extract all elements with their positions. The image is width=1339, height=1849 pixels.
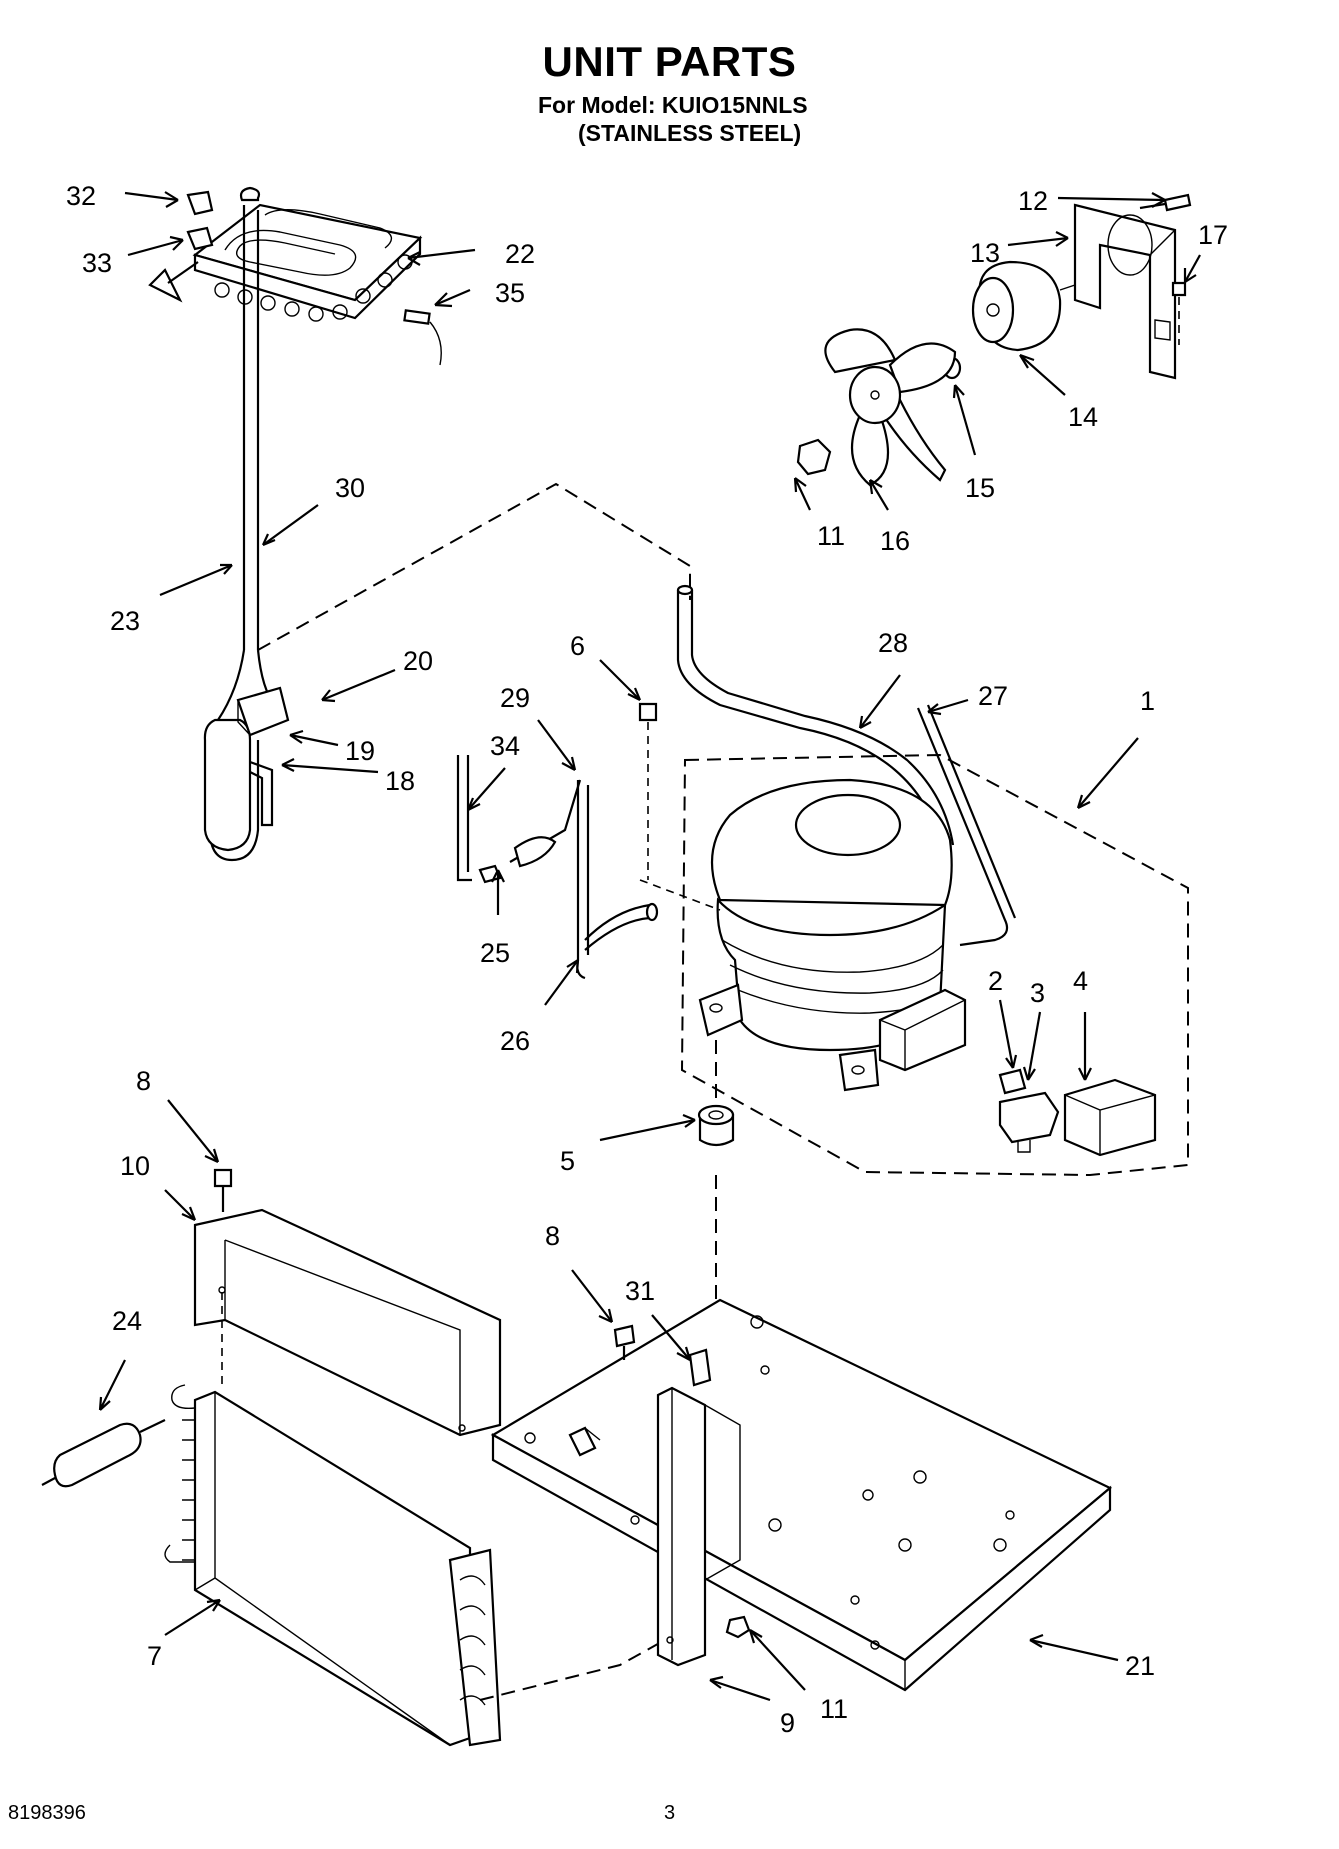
callout-9: 9	[780, 1708, 795, 1738]
callout-27: 27	[978, 681, 1008, 711]
callout-34: 34	[490, 731, 520, 761]
grommet	[697, 1104, 735, 1147]
callout-10: 10	[120, 1151, 150, 1181]
callout-3: 3	[1030, 978, 1045, 1008]
callout-8-shroud: 8	[136, 1066, 151, 1096]
dashed-connection-condenser	[479, 1639, 666, 1701]
callout-26: 26	[500, 1026, 530, 1056]
callout-17: 17	[1198, 220, 1228, 250]
condenser-assembly	[41, 1168, 502, 1747]
callout-25: 25	[480, 938, 510, 968]
page-number: 3	[664, 1802, 676, 1824]
callout-28: 28	[878, 628, 908, 658]
callout-14: 14	[1068, 402, 1098, 432]
callout-18: 18	[385, 766, 415, 796]
callout-16: 16	[880, 526, 910, 556]
callout-20: 20	[403, 646, 433, 676]
compressor-assembly	[676, 584, 1189, 1177]
page-title: UNIT PARTS	[542, 38, 797, 85]
callout-7: 7	[147, 1641, 162, 1671]
callout-15: 15	[965, 473, 995, 503]
callout-8-base: 8	[545, 1221, 560, 1251]
callout-4: 4	[1073, 966, 1088, 996]
callout-21: 21	[1125, 1651, 1155, 1681]
callout-24: 24	[112, 1306, 142, 1336]
callout-11-fan: 11	[817, 521, 845, 551]
callout-35: 35	[495, 278, 525, 308]
callout-29: 29	[500, 683, 530, 713]
bracket-9	[656, 1386, 751, 1667]
model-line: For Model: KUIO15NNLS	[538, 92, 808, 118]
variant-line: (STAINLESS STEEL)	[578, 120, 802, 146]
evaporator-assembly	[148, 186, 442, 862]
callout-2: 2	[988, 966, 1003, 996]
callout-22: 22	[505, 239, 535, 269]
screw-6	[638, 702, 658, 880]
callout-31: 31	[625, 1276, 655, 1306]
callout-1: 1	[1140, 686, 1155, 716]
callout-12: 12	[1018, 186, 1048, 216]
dashed-connection-evaporator	[257, 482, 691, 651]
condenser-fan-assembly	[796, 193, 1192, 487]
callout-13: 13	[970, 238, 1000, 268]
callout-30: 30	[335, 473, 365, 503]
capillary-tube-assembly	[456, 755, 721, 980]
callout-19: 19	[345, 736, 375, 766]
callout-11-base: 11	[820, 1694, 848, 1724]
callout-numbers: 32 33 22 35 12 13 17 14 15 11 16 30 23 2…	[66, 181, 1228, 1738]
callout-6: 6	[570, 631, 585, 661]
callout-33: 33	[82, 248, 112, 278]
callout-23: 23	[110, 606, 140, 636]
document-number: 8198396	[8, 1802, 86, 1824]
callout-5: 5	[560, 1146, 575, 1176]
callout-32: 32	[66, 181, 96, 211]
base-pan	[490, 1298, 1113, 1692]
callout-arrows	[98, 191, 1201, 1702]
